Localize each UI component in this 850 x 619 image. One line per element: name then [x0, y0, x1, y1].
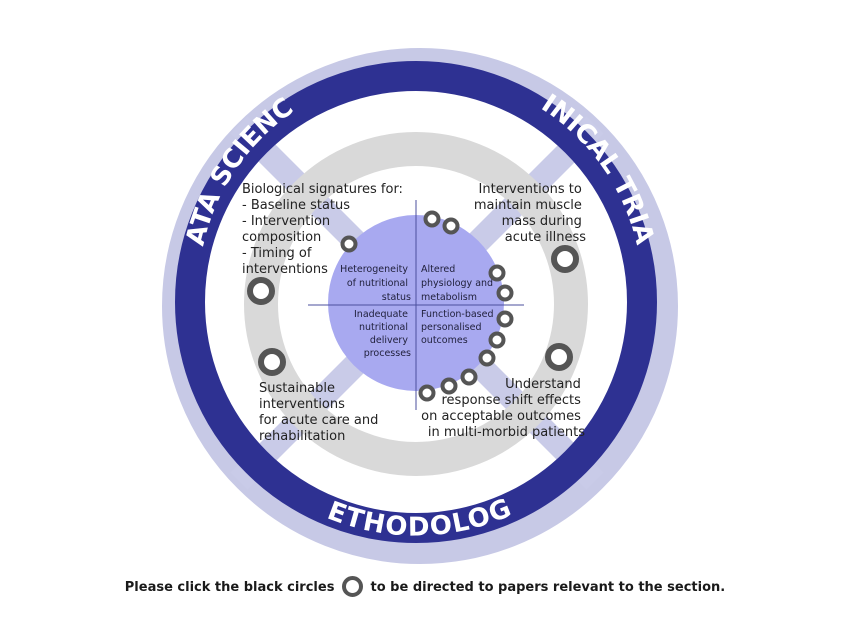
core-bl-line-1: Inadequate: [354, 309, 408, 320]
paper-link-circle[interactable]: [247, 277, 275, 305]
bl-line-1: Sustainable: [259, 381, 335, 396]
paper-link-circle[interactable]: [340, 235, 358, 253]
paper-link-circle[interactable]: [423, 210, 441, 228]
bl-line-3: for acute care and: [259, 413, 378, 428]
core-br-line-2: personalised: [421, 322, 482, 333]
footer-text-after: to be directed to papers relevant to the…: [370, 580, 726, 595]
black-circle-icon: [341, 576, 363, 597]
link-circles: [247, 210, 579, 402]
core-quadrant-top-right: Altered physiology and metabolism: [421, 264, 496, 303]
text-bottom-right: Understand response shift effects on acc…: [421, 377, 585, 440]
core-tl-line-1: Heterogeneity: [340, 264, 408, 275]
paper-link-circle[interactable]: [488, 264, 506, 282]
tl-line-6: interventions: [242, 262, 328, 277]
core-tl-line-2: of nutritional: [347, 278, 408, 289]
core-br-line-3: outcomes: [421, 335, 468, 346]
tl-line-4: composition: [242, 230, 321, 245]
paper-link-circle[interactable]: [496, 310, 514, 328]
core-quadrant-bottom-left: Inadequate nutritional delivery processe…: [354, 309, 411, 359]
core-tr-line-1: Altered: [421, 264, 455, 275]
core-bl-line-2: nutritional: [359, 322, 408, 333]
tl-line-3: - Intervention: [242, 214, 330, 229]
tr-line-1: Interventions to: [479, 182, 582, 197]
paper-link-circle[interactable]: [418, 384, 436, 402]
tl-line-1: Biological signatures for:: [242, 182, 403, 197]
core-bl-line-4: processes: [364, 348, 411, 359]
footer-text-before: Please click the black circles: [124, 580, 335, 595]
text-top-right: Interventions to maintain muscle mass du…: [474, 182, 586, 245]
paper-link-circle[interactable]: [545, 343, 573, 371]
tr-line-3: mass during: [502, 214, 582, 229]
core-bl-line-3: delivery: [370, 335, 409, 346]
text-top-left: Biological signatures for: - Baseline st…: [242, 182, 407, 277]
core-quadrant-top-left: Heterogeneity of nutritional status: [340, 264, 411, 303]
paper-link-circle[interactable]: [460, 368, 478, 386]
outer-ring: [175, 61, 657, 543]
tr-line-2: maintain muscle: [474, 198, 582, 213]
paper-link-circle[interactable]: [440, 377, 458, 395]
paper-link-circle[interactable]: [478, 349, 496, 367]
br-line-1: Understand: [505, 377, 581, 392]
paper-link-circle[interactable]: [496, 284, 514, 302]
core-tr-line-3: metabolism: [421, 292, 477, 303]
paper-link-circle[interactable]: [488, 331, 506, 349]
bl-line-4: rehabilitation: [259, 429, 345, 444]
br-line-4: in multi-morbid patients: [428, 425, 585, 440]
tl-line-2: - Baseline status: [242, 198, 350, 213]
br-line-2: response shift effects: [442, 393, 582, 408]
core-tl-line-3: status: [382, 292, 411, 303]
br-line-3: on acceptable outcomes: [421, 409, 581, 424]
tl-line-5: - Timing of: [242, 246, 312, 261]
quadrant-axes: [308, 200, 524, 410]
paper-link-circle[interactable]: [258, 348, 286, 376]
core-br-line-1: Function-based: [421, 309, 494, 320]
text-bottom-left: Sustainable interventions for acute care…: [259, 381, 383, 444]
paper-link-circle[interactable]: [551, 245, 579, 273]
core-quadrant-bottom-right: Function-based personalised outcomes: [421, 309, 497, 346]
bl-line-2: interventions: [259, 397, 345, 412]
core-tr-line-2: physiology and: [421, 278, 493, 289]
tr-line-4: acute illness: [505, 230, 586, 245]
paper-link-circle[interactable]: [442, 217, 460, 235]
instruction-footer: Please click the black circles to be dir…: [0, 576, 850, 597]
